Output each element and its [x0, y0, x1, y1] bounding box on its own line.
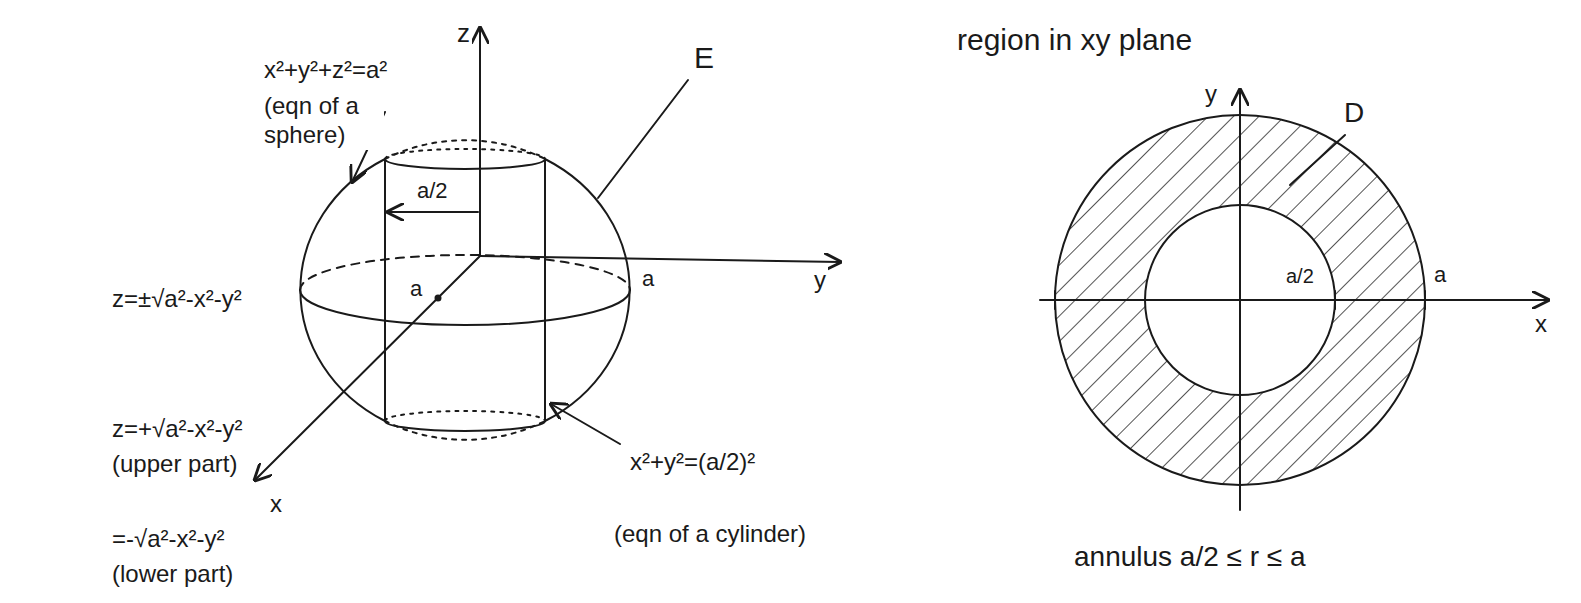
math-label: x²+y²+z²=a² [262, 56, 389, 85]
sphere-cap-dashed [385, 421, 545, 440]
sphere-outline [300, 159, 385, 421]
math-label: (eqn of a sphere) [262, 92, 384, 150]
math-label: a [408, 276, 424, 302]
math-label: (lower part) [110, 560, 235, 589]
cylinder-cap-back [385, 149, 545, 159]
math-label: annulus a/2 ≤ r ≤ a [1072, 540, 1308, 574]
leader-arrow [551, 404, 620, 444]
leader-line [598, 80, 688, 198]
equator-front [300, 290, 630, 325]
x-axis [255, 256, 480, 480]
cylinder-cap-front [385, 421, 545, 431]
math-label: =-√a²-x²-y² [110, 525, 227, 554]
math-label: y [812, 266, 828, 295]
sphere-cap-dashed [385, 140, 545, 159]
math-label: x²+y²=(a/2)² [628, 448, 757, 477]
cylinder-cap-front [385, 159, 545, 169]
axis-point [436, 296, 441, 301]
tick [1334, 291, 1336, 309]
tick [1424, 291, 1426, 309]
math-label: (upper part) [110, 450, 239, 479]
math-label: z=+√a²-x²-y² [110, 415, 245, 444]
math-label: a [640, 266, 656, 292]
math-label: a/2 [1284, 264, 1316, 288]
sphere-outline [545, 159, 630, 421]
math-label: z [455, 18, 472, 49]
math-label: z=±√a²-x²-y² [110, 285, 244, 314]
cylinder-wall [544, 159, 546, 421]
x-axis [1040, 299, 1548, 301]
cylinder-cap-back [385, 411, 545, 421]
math-label: x [268, 490, 284, 519]
math-label: y [1203, 80, 1219, 109]
radius-arrow [388, 211, 478, 213]
leader-line [1290, 135, 1345, 185]
cylinder-wall [384, 159, 386, 421]
math-label: a/2 [415, 178, 450, 204]
z-axis [479, 28, 481, 256]
tick [1054, 291, 1056, 309]
y-axis [1239, 90, 1241, 510]
math-label: D [1342, 96, 1366, 130]
math-label: E [692, 40, 716, 76]
math-label: a [1432, 262, 1448, 288]
math-label: region in xy plane [955, 22, 1194, 58]
math-label: x [1533, 310, 1549, 339]
math-label: (eqn of a cylinder) [612, 520, 808, 549]
equator-back [300, 255, 630, 290]
